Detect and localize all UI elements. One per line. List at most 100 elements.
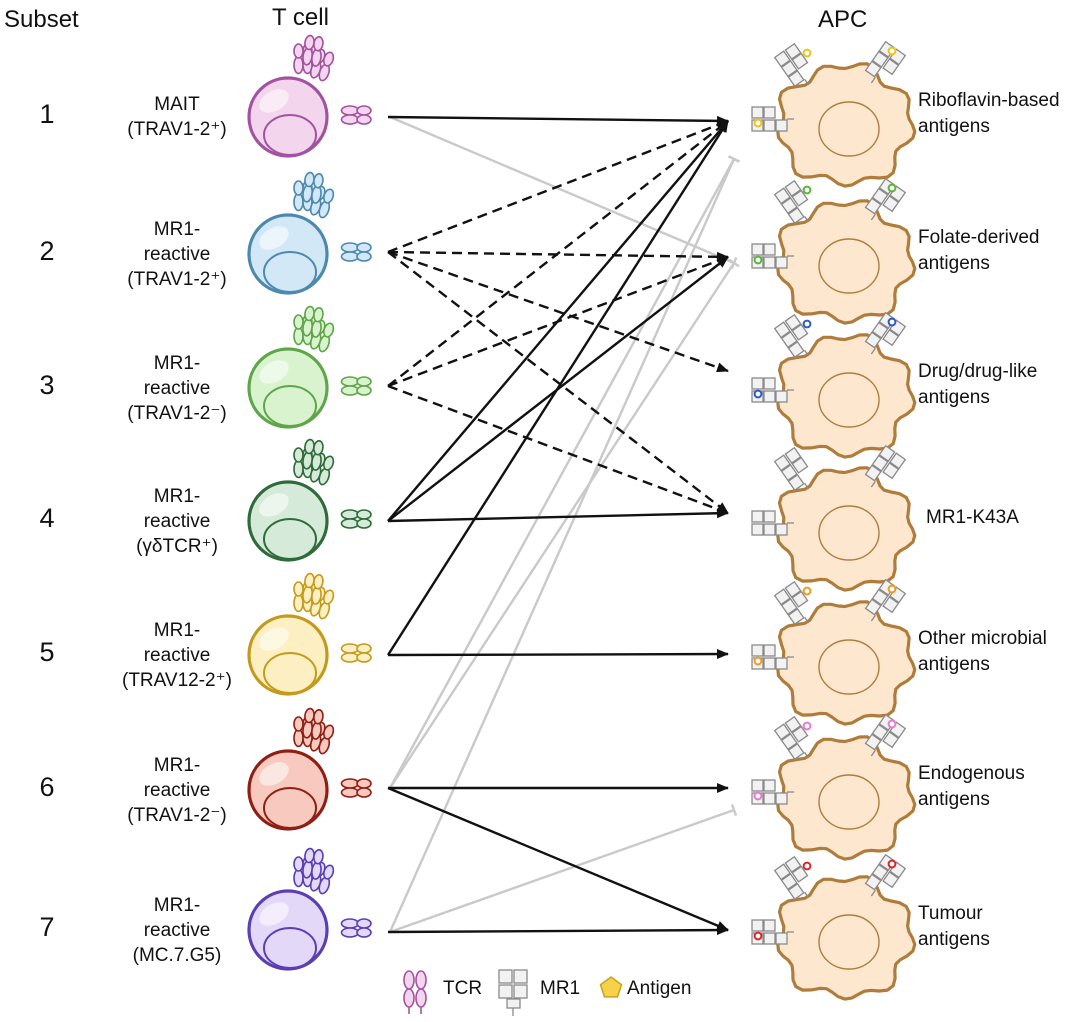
tcell-nucleus <box>263 787 317 829</box>
link-6-to-7 <box>387 786 729 932</box>
antigen-icon <box>802 319 812 329</box>
legend-mr1-label: MR1 <box>540 978 581 999</box>
apc-cell-6 <box>751 713 917 861</box>
mr1-icon <box>773 313 810 359</box>
mr1-icon <box>751 106 794 132</box>
tcr-icon <box>293 438 372 529</box>
link-5-to-1 <box>386 120 730 656</box>
subset-number-7: 7 <box>39 912 55 942</box>
tcell-nucleus <box>263 927 317 969</box>
antigen-icon <box>802 721 812 731</box>
tcell-5 <box>247 572 372 696</box>
subset-number-4: 4 <box>39 503 55 533</box>
subset-number-5: 5 <box>39 637 55 667</box>
mr1-icon <box>751 243 794 269</box>
subset-number-3: 3 <box>39 370 55 400</box>
tcell-7 <box>247 847 372 971</box>
tcell-label-7: MR1- reactive (MC.7.G5) <box>132 894 222 966</box>
tcells-layer <box>247 34 372 971</box>
legend-antigen-label: Antigen <box>627 978 692 999</box>
apcs-layer <box>751 40 917 1001</box>
antigen-icon <box>753 931 763 941</box>
antigen-icon <box>753 656 763 666</box>
apc-cell-7 <box>751 853 917 1001</box>
tcell-6 <box>247 707 372 831</box>
tcell-1 <box>247 34 372 158</box>
tcr-icon <box>293 171 372 262</box>
mr1-icon <box>773 580 810 626</box>
tcell-2 <box>247 171 372 295</box>
antigen-icon <box>887 719 897 729</box>
subset-number-1: 1 <box>39 99 55 129</box>
apc-nucleus <box>818 639 880 695</box>
antigen-icon <box>887 183 897 193</box>
tcell-nucleus <box>263 518 317 560</box>
link-6-to-2 <box>388 262 736 789</box>
link-2-to-4 <box>387 251 729 514</box>
mr1-icon <box>773 855 810 901</box>
link-7-to-6 <box>389 808 735 934</box>
tcell-nucleus <box>263 652 317 694</box>
tcr-icon <box>293 847 372 938</box>
apc-label-1: Riboflavin-based antigens <box>918 90 1060 137</box>
tcell-3 <box>247 305 372 429</box>
antigen-icon <box>753 118 763 128</box>
apc-label-4: MR1-K43A <box>926 507 1019 528</box>
mr1-icon <box>864 40 907 84</box>
link-3-to-1 <box>387 120 729 387</box>
link-3-to-4 <box>387 384 729 515</box>
tcr-icon <box>293 305 372 396</box>
apc-label-2: Folate-derived antigens <box>918 227 1040 274</box>
antigen-icon <box>887 859 897 869</box>
antigen-icon <box>887 46 897 56</box>
tcell-label-1: MAIT (TRAV1-2⁺) <box>127 94 227 140</box>
link-7-to-7 <box>387 925 729 936</box>
link-7-to-1 <box>388 158 736 933</box>
legend-antigen-icon <box>599 976 623 998</box>
link-2-to-1 <box>387 119 729 254</box>
mr1-icon <box>864 444 907 488</box>
tcell-label-6: MR1- reactive (TRAV1-2⁻) <box>127 754 227 826</box>
apc-nucleus <box>818 372 880 428</box>
tcell-label-5: MR1- reactive (TRAV12-2⁺) <box>122 619 232 691</box>
link-2-to-3 <box>387 250 729 373</box>
subset-number-6: 6 <box>39 772 55 802</box>
apc-label-5: Other microbial antigens <box>918 628 1047 675</box>
tcr-icon <box>293 707 372 798</box>
mr1-icon <box>864 578 907 622</box>
antigen-icon <box>802 48 812 58</box>
link-1-to-1 <box>387 115 729 126</box>
apc-nucleus <box>818 101 880 157</box>
mr1-icon <box>864 853 907 897</box>
tcell-label-3: MR1- reactive (TRAV1-2⁻) <box>127 352 227 424</box>
antigen-icon <box>802 861 812 871</box>
apc-nucleus <box>818 238 880 294</box>
apc-nucleus <box>818 774 880 830</box>
antigen-icon <box>753 255 763 265</box>
tcell-label-2: MR1- reactive (TRAV1-2⁺) <box>127 218 227 290</box>
subset-number-2: 2 <box>39 236 55 266</box>
tcell-label-4: MR1- reactive (γδTCR⁺) <box>136 485 218 557</box>
antigen-icon <box>802 185 812 195</box>
mr1-icon <box>773 715 810 761</box>
tcr-icon <box>293 572 372 663</box>
apc-label-3: Drug/drug-like antigens <box>918 361 1038 408</box>
link-6-to-1 <box>388 158 736 789</box>
legend-mr1-icon <box>498 969 528 1016</box>
mr1-icon <box>751 510 794 536</box>
apc-cell-3 <box>751 311 917 459</box>
mr1-icon <box>773 446 810 492</box>
subset-header: Subset <box>4 6 79 33</box>
antigen-icon <box>802 586 812 596</box>
antigen-icon <box>887 584 897 594</box>
link-4-to-1 <box>387 120 729 522</box>
tcell-nucleus <box>263 385 317 427</box>
apc-cell-4 <box>751 444 917 592</box>
apc-header: APC <box>818 6 868 33</box>
antigen-icon <box>753 791 763 801</box>
apc-label-6: Endogenous antigens <box>918 763 1025 810</box>
mr1-icon <box>773 42 810 88</box>
apc-nucleus <box>818 914 880 970</box>
